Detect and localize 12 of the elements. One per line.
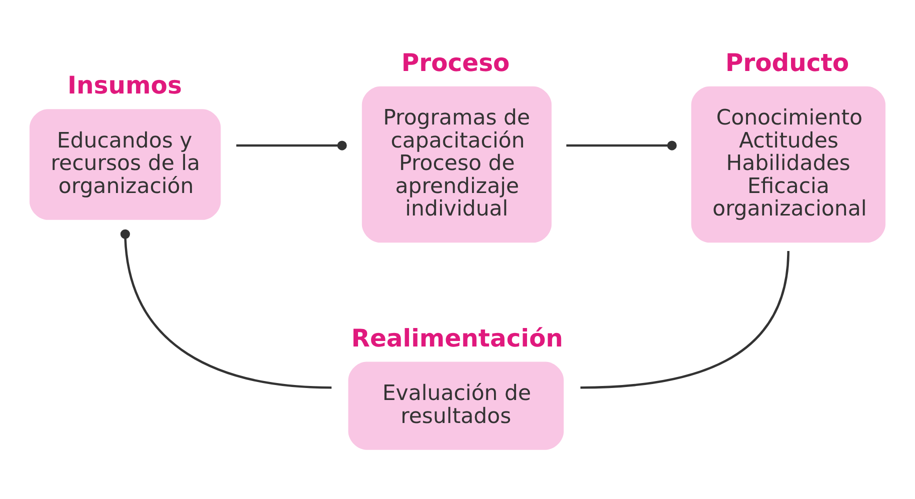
- node-box: Programas de capacitación Proceso de aprendizaje individual: [362, 86, 552, 243]
- node-box: Educandos y recursos de la organización: [30, 109, 221, 220]
- connector: [566, 140, 677, 150]
- node-box: Evaluación de resultados: [348, 362, 564, 450]
- connector: [580, 250, 790, 389]
- connector: [120, 229, 332, 389]
- node-label: Producto: [725, 48, 850, 77]
- node-label: Proceso: [401, 48, 510, 77]
- node-label: Insumos: [67, 70, 182, 100]
- node-label: Realimentación: [351, 323, 564, 352]
- connector: [236, 140, 347, 150]
- node-box: Conocimiento Actitudes Habilidades Eficacia organizacional: [691, 86, 886, 243]
